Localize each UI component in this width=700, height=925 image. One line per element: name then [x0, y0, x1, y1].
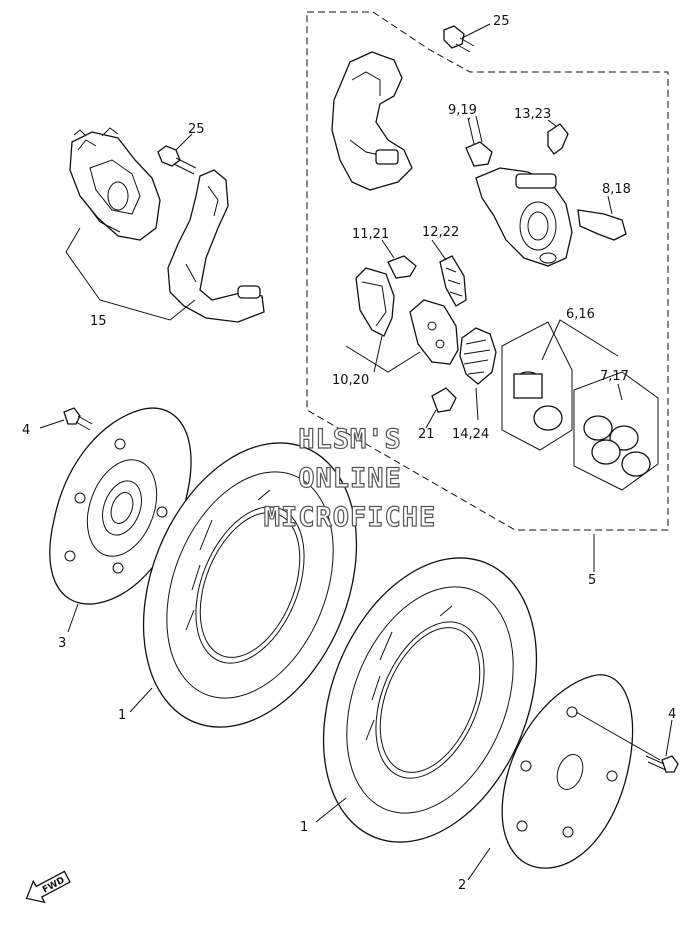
brake-pad-left	[355, 267, 395, 337]
caliper-assembly-left	[69, 127, 161, 241]
label-10-20: 10,20	[332, 373, 369, 388]
label-21: 21	[418, 427, 435, 442]
assembly-boundary	[306, 11, 669, 531]
bleed-screw	[465, 115, 493, 167]
watermark-line-3: MICROFICHE	[264, 502, 437, 533]
label-1-left: 1	[118, 708, 126, 723]
label-14-24: 14,24	[452, 427, 489, 442]
label-3: 3	[58, 636, 66, 651]
label-25-top: 25	[493, 14, 510, 29]
hub-plate-3	[49, 407, 192, 605]
label-25-left: 25	[188, 122, 205, 137]
fwd-arrow-icon: FWD	[25, 870, 71, 904]
label-7-17: 7,17	[600, 369, 629, 384]
caliper-bracket-left	[167, 169, 265, 323]
label-5: 5	[588, 573, 596, 588]
watermark-line-2: ONLINE	[298, 463, 402, 494]
label-13-23: 13,23	[514, 107, 551, 122]
leader-lines	[39, 23, 673, 881]
label-9-19: 9,19	[448, 103, 477, 118]
label-12-22: 12,22	[422, 225, 459, 240]
seal-kit-7-17	[573, 371, 659, 491]
pin-bolt-8-18	[577, 209, 627, 241]
label-4-left: 4	[22, 423, 30, 438]
brake-disc-1-left	[142, 442, 358, 728]
bolt-4-right	[645, 755, 679, 773]
label-2: 2	[458, 878, 466, 893]
watermark-line-1: HLSM'S	[298, 424, 402, 455]
pad-spring-11-21	[387, 255, 417, 279]
bolt-4-left	[63, 407, 93, 431]
caliper-bracket-right	[331, 51, 413, 191]
label-1-right: 1	[300, 820, 308, 835]
brake-disc-1-right	[322, 557, 538, 843]
label-11-21: 11,21	[352, 227, 389, 242]
label-8-18: 8,18	[602, 182, 631, 197]
label-4-right: 4	[668, 707, 676, 722]
pin-13-23	[547, 123, 569, 155]
label-15: 15	[90, 314, 107, 329]
hub-plate-2	[501, 674, 634, 869]
pad-clip-21	[431, 387, 457, 413]
pad-spring-12-22	[439, 255, 467, 307]
shim-14-24	[459, 327, 497, 385]
piston-set-6-16	[501, 321, 573, 451]
caliper-body-right	[475, 167, 573, 267]
label-6-16: 6,16	[566, 307, 595, 322]
bolt-25-left	[157, 145, 197, 175]
brake-pad-right	[409, 299, 459, 365]
bolt-25-right	[443, 25, 475, 53]
